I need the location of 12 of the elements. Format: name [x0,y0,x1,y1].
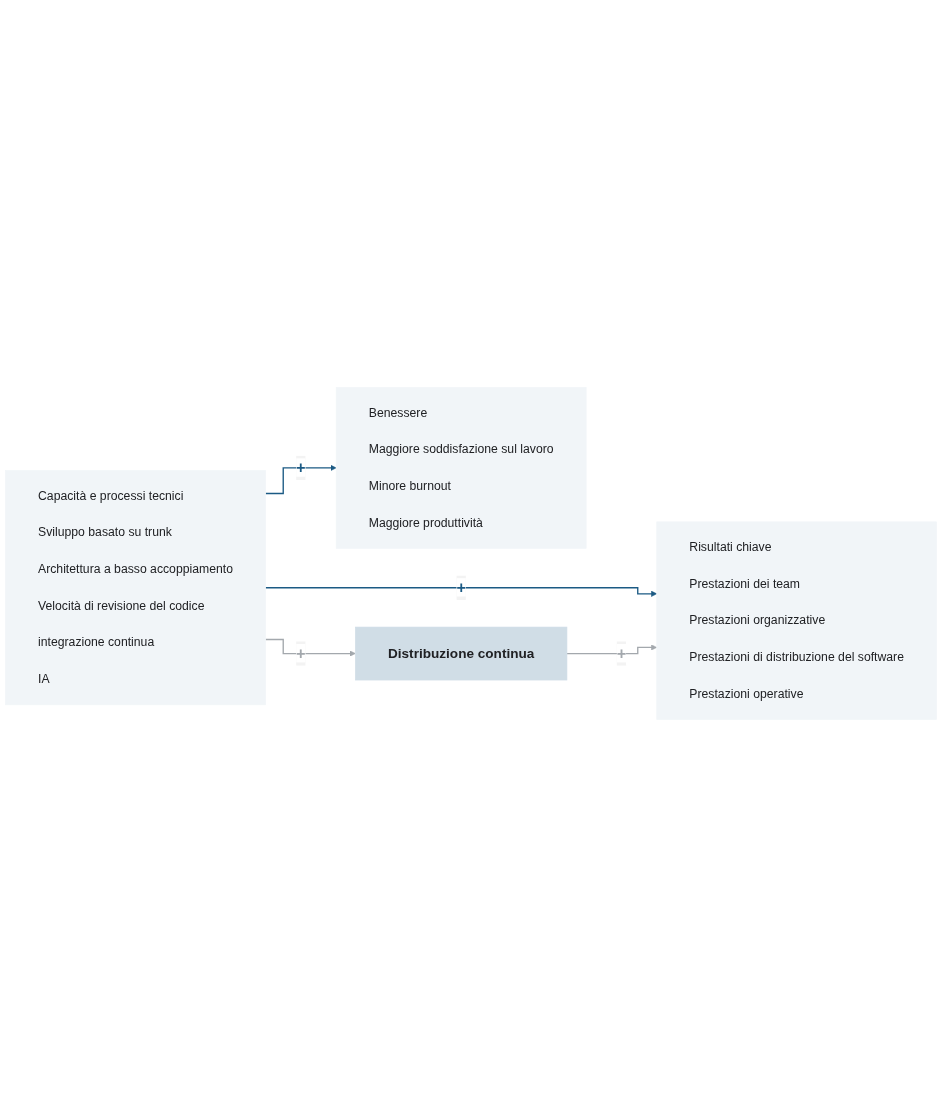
edge-label: + [296,457,306,477]
node-box: Distribuzione continua [355,626,568,680]
edge-label: + [296,643,306,662]
node-box: Risultati chiave Prestazioni dei team Prestazioni organizzative Prestazioni di distribuzione del software Prestazioni operative [656,521,937,720]
node-box: Capacità e processi tecnici Sviluppo basato su trunk Architettura a basso accoppiamento Velocità di revisione del codice integrazione continua IA [5,469,266,705]
arrow [264,464,337,494]
arrow [264,638,356,657]
arrow [566,644,658,654]
arrow [264,586,658,597]
node-box: Benessere Maggiore soddisfazione sul lavoro Minore burnout Maggiore produttività [335,386,587,549]
edge-label: + [616,643,627,662]
edge-label: + [456,577,466,597]
